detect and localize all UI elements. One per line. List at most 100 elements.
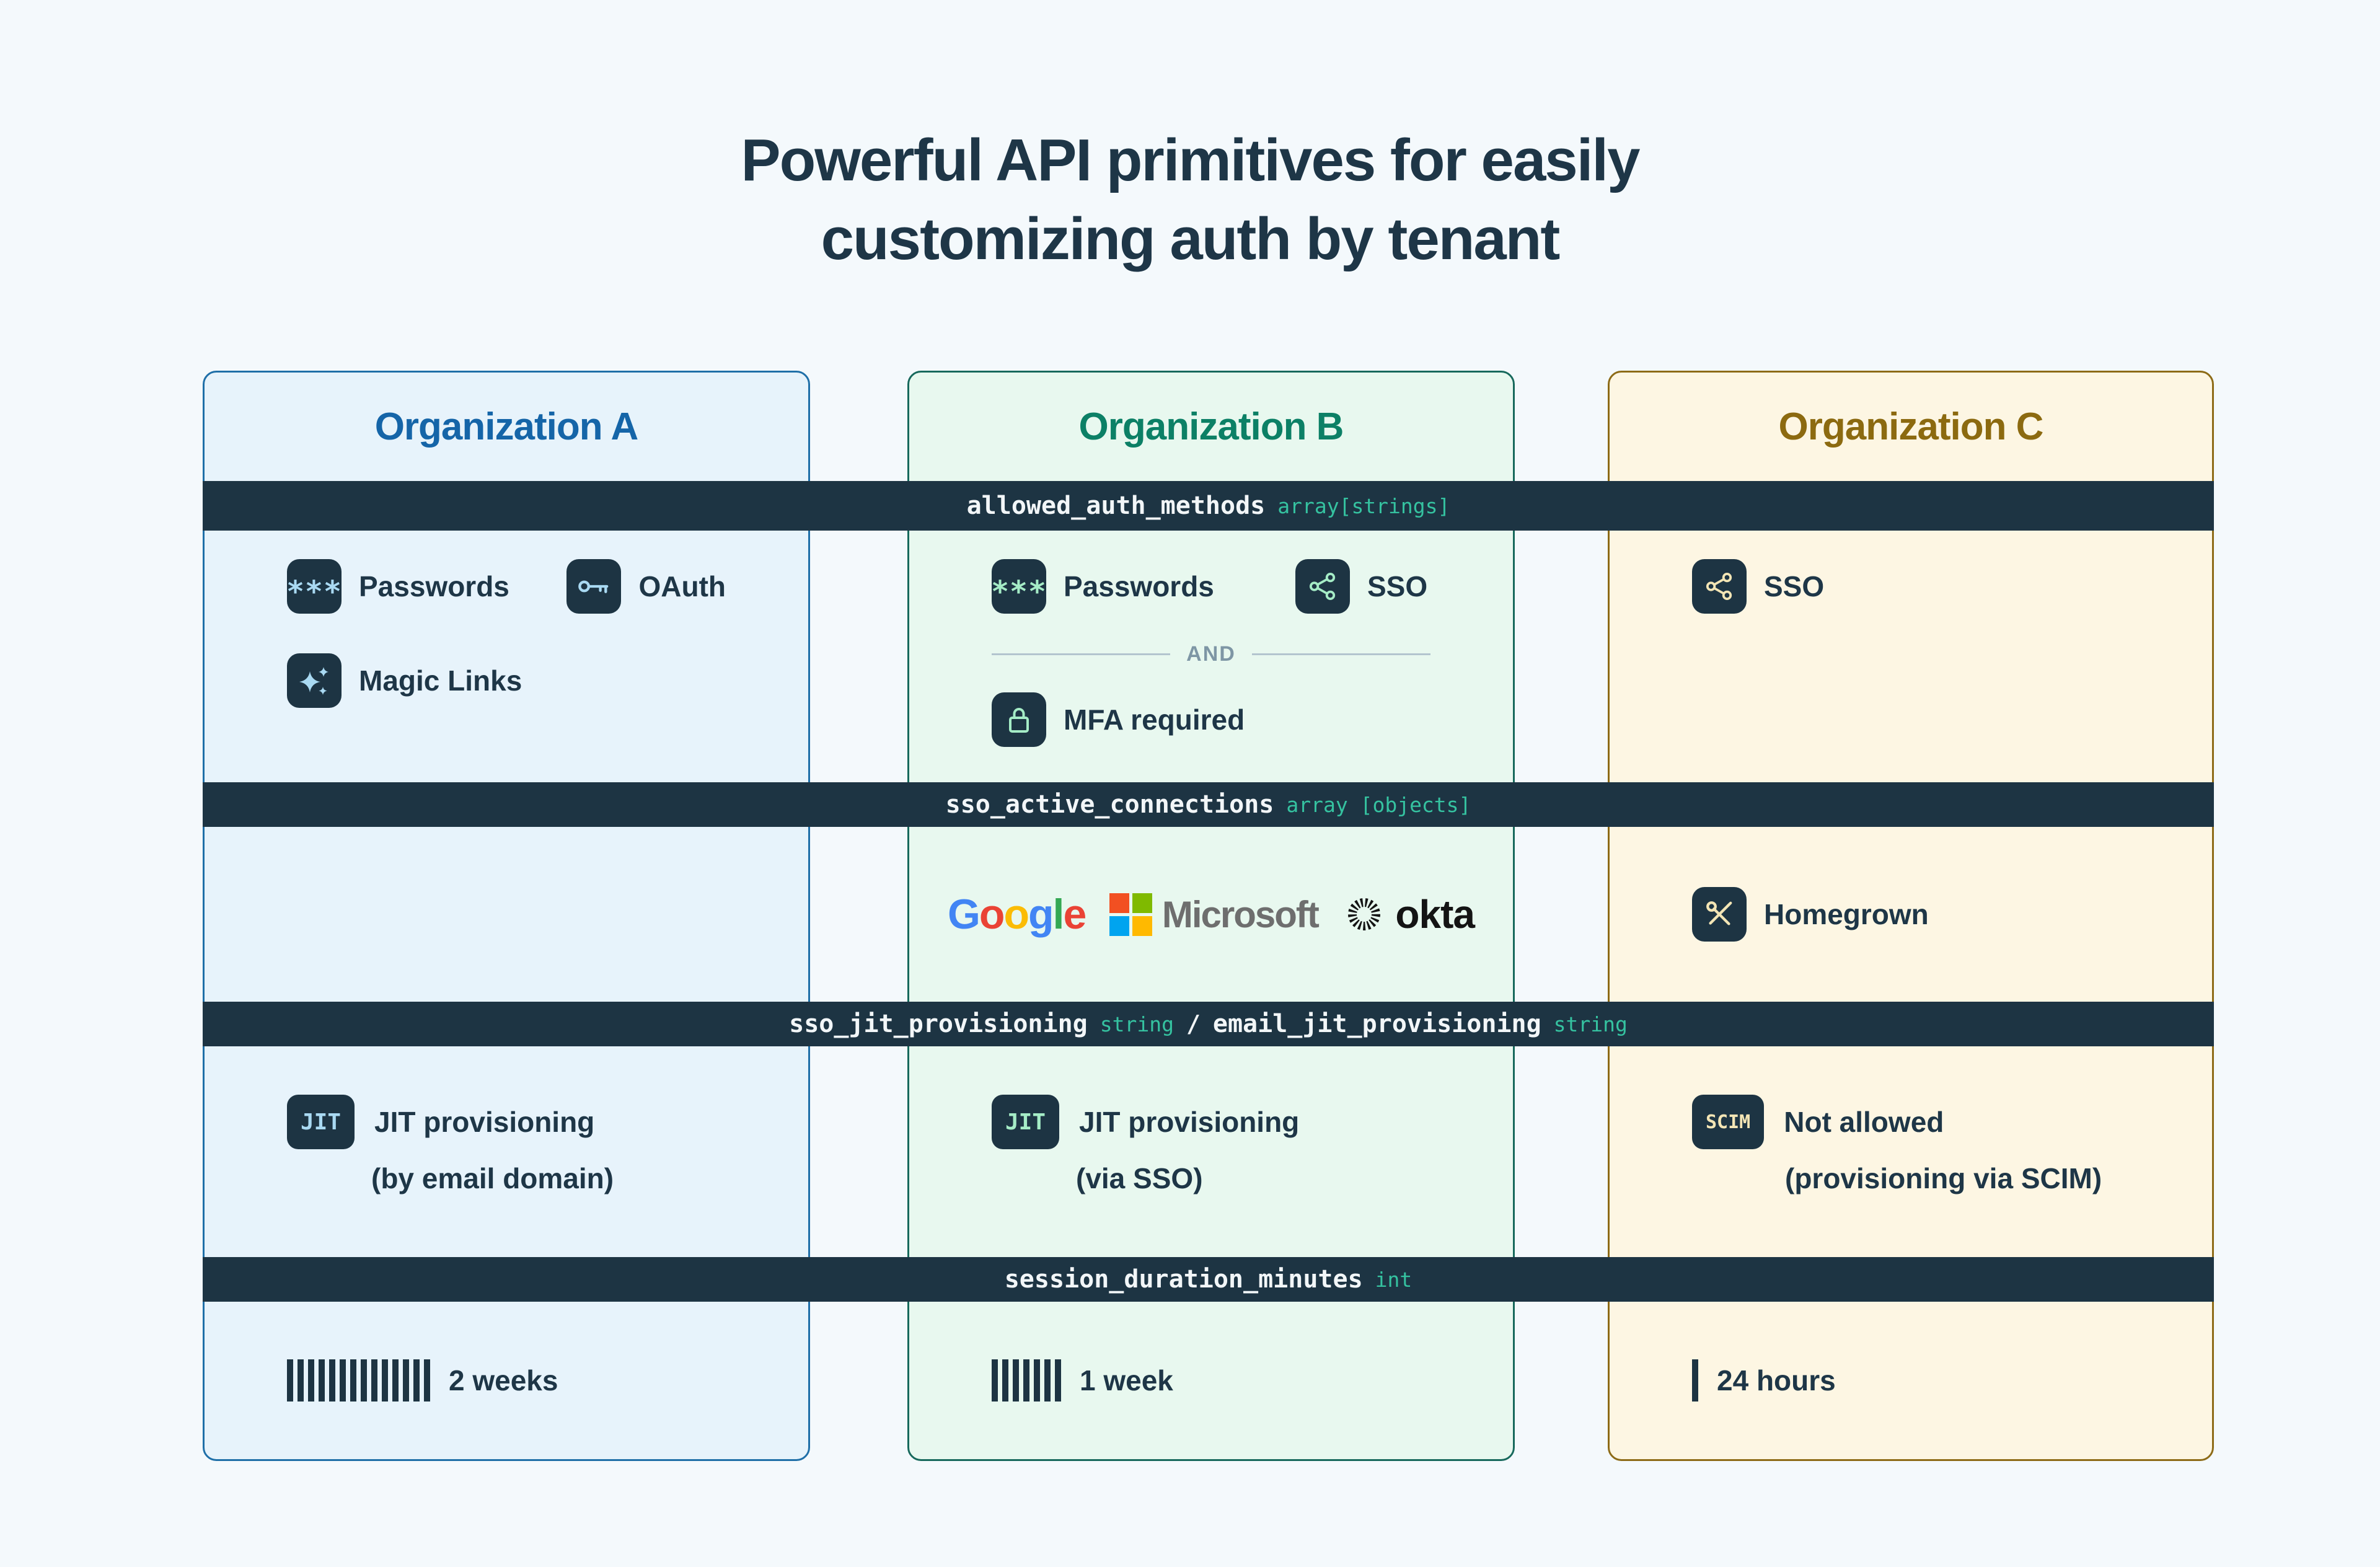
duration-tick (308, 1359, 314, 1401)
duration-tick (371, 1359, 377, 1401)
jit-label: JIT provisioning (374, 1106, 595, 1138)
jit-badge: JIT (992, 1095, 1060, 1149)
jit-sublabel: (by email domain) (371, 1162, 614, 1194)
sso-connection-homegrown: Homegrown (1692, 887, 1929, 942)
auth-method-label: SSO (1367, 570, 1428, 603)
logo-letter: l (1052, 891, 1065, 938)
org-c-auth-methods: SSO (1610, 531, 2212, 782)
duration-tick (1055, 1359, 1061, 1401)
session-duration-label: 24 hours (1717, 1364, 1836, 1397)
auth-method-passwords: *** Passwords (286, 559, 509, 614)
org-c-session-duration: 24 hours (1610, 1302, 2212, 1459)
org-c-header: Organization C (1610, 373, 2212, 481)
duration-tick (1034, 1359, 1040, 1401)
logo-letter: e (1063, 891, 1086, 938)
okta-aura-icon (1348, 898, 1381, 930)
jit-label: Not allowed (1784, 1106, 1944, 1138)
share-nodes-icon (1692, 559, 1747, 614)
and-operator: AND (1186, 642, 1236, 666)
duration-tick (424, 1359, 430, 1401)
sso-connection-label: Homegrown (1764, 898, 1929, 930)
org-a-sso-connections-empty (205, 827, 808, 1002)
and-divider: AND (992, 642, 1431, 666)
auth-method-label: OAuth (638, 570, 726, 603)
sparkles-icon (287, 653, 342, 708)
field-type: int (1375, 1267, 1413, 1292)
session-duration-label: 1 week (1080, 1364, 1173, 1397)
org-a-auth-methods: *** Passwords O (205, 531, 808, 782)
org-a-title: Organization A (374, 405, 639, 448)
jit-label: JIT provisioning (1079, 1106, 1300, 1138)
logo-letter: g (1028, 891, 1054, 938)
auth-method-label: MFA required (1064, 704, 1245, 736)
duration-tick (287, 1359, 293, 1401)
auth-method-sso: SSO (1692, 559, 1824, 614)
org-a-session-duration: 2 weeks (205, 1302, 808, 1459)
logo-letter: o (1003, 891, 1029, 938)
field-type: array[strings] (1277, 493, 1450, 518)
duration-tick (403, 1359, 409, 1401)
duration-tick (1023, 1359, 1029, 1401)
logo-square (1132, 916, 1152, 936)
auth-method-sso: SSO (1295, 559, 1427, 614)
org-b-jit-provisioning: JIT JIT provisioning (via SSO) (909, 1046, 1513, 1257)
logo-letter: o (979, 891, 1005, 938)
asterisks-icon: *** (991, 559, 1046, 614)
field-name: email_jit_provisioning (1212, 1010, 1541, 1038)
field-separator: / (1186, 1010, 1201, 1038)
auth-method-mfa: MFA required (992, 692, 1245, 747)
field-name: allowed_auth_methods (966, 492, 1266, 520)
field-bar-jit-provisioning: sso_jit_provisioning string / email_jit_… (203, 1002, 2214, 1046)
org-b-title: Organization B (1078, 405, 1344, 448)
duration-tick (392, 1359, 399, 1401)
field-name: sso_active_connections (945, 790, 1274, 819)
jit-badge: JIT (287, 1095, 355, 1149)
logo-letter: G (948, 891, 981, 938)
share-nodes-icon (1295, 559, 1350, 614)
field-type: string (1553, 1012, 1628, 1036)
duration-tick (1013, 1359, 1019, 1401)
tools-icon (1692, 887, 1747, 942)
field-type: array [objects] (1286, 792, 1471, 817)
org-b-sso-connections: Google Microsoft okta (909, 827, 1513, 1002)
scim-badge: SCIM (1692, 1095, 1765, 1149)
tenant-auth-diagram: Organization A *** Passwords (203, 371, 2214, 1461)
auth-method-oauth: OAuth (566, 559, 726, 614)
session-duration-ticks (287, 1359, 430, 1401)
org-a-header: Organization A (205, 373, 808, 481)
duration-tick (382, 1359, 388, 1401)
microsoft-logo: Microsoft (1109, 893, 1320, 936)
field-bar-session-duration: session_duration_minutes int (203, 1257, 2214, 1302)
org-a-jit-provisioning: JIT JIT provisioning (by email domain) (205, 1046, 808, 1257)
field-type: string (1100, 1012, 1174, 1036)
org-c-title: Organization C (1778, 405, 2044, 448)
field-bar-sso-active-connections: sso_active_connections array [objects] (203, 782, 2214, 827)
duration-tick (361, 1359, 367, 1401)
duration-tick (1044, 1359, 1051, 1401)
lock-icon (992, 692, 1046, 747)
page-title-line2: customizing auth by tenant (821, 205, 1561, 272)
field-name: sso_jit_provisioning (789, 1010, 1088, 1038)
duration-tick (340, 1359, 346, 1401)
okta-wordmark: okta (1395, 892, 1475, 937)
jit-sublabel: (provisioning via SCIM) (1785, 1162, 2102, 1194)
duration-tick (1692, 1359, 1698, 1401)
field-bar-allowed-auth-methods: allowed_auth_methods array[strings] (203, 481, 2214, 531)
org-b-header: Organization B (909, 373, 1513, 481)
duration-tick (298, 1359, 304, 1401)
duration-tick (350, 1359, 356, 1401)
org-c-jit-provisioning: SCIM Not allowed (provisioning via SCIM) (1610, 1046, 2212, 1257)
duration-tick (992, 1359, 998, 1401)
divider-line (1251, 653, 1431, 655)
logo-square (1109, 893, 1129, 913)
divider-line (992, 653, 1171, 655)
jit-sublabel: (via SSO) (1076, 1162, 1203, 1194)
auth-method-label: Passwords (1064, 570, 1214, 603)
logo-square (1132, 893, 1152, 913)
session-duration-label: 2 weeks (449, 1364, 558, 1397)
okta-logo: okta (1342, 891, 1475, 937)
duration-tick (413, 1359, 420, 1401)
asterisks-icon: *** (286, 559, 342, 614)
auth-method-label: Passwords (359, 570, 509, 603)
